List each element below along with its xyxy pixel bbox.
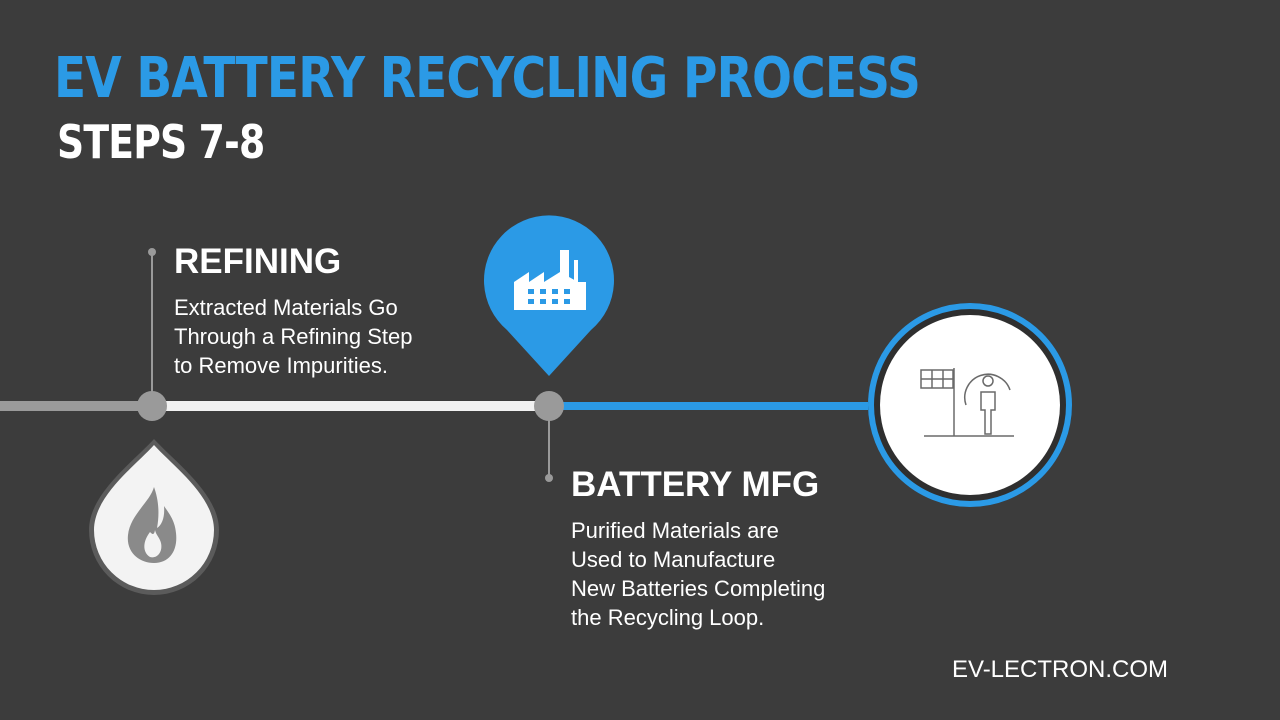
flame-icon — [127, 487, 177, 563]
page-title: EV BATTERY RECYCLING PROCESS — [54, 46, 921, 111]
step-battery-mfg-heading: BATTERY MFG — [571, 465, 820, 504]
step-refining-heading: REFINING — [174, 242, 342, 281]
step-refining-line: Through a Refining Step — [174, 324, 413, 349]
step-battery-mfg-line: Used to Manufacture — [571, 547, 776, 572]
step-refining-line: to Remove Impurities. — [174, 353, 388, 378]
step-battery-mfg-line: New Batteries Completing — [571, 576, 826, 601]
step-battery-mfg-line: Purified Materials are — [571, 518, 779, 543]
refining-connector-dot — [148, 248, 156, 256]
finish-flag-person-icon — [920, 368, 1014, 437]
battery-node — [534, 391, 564, 421]
flame-drop-marker — [89, 439, 219, 595]
factory-pin-marker — [483, 215, 614, 376]
step-refining-description: Extracted Materials Go Through a Refinin… — [174, 293, 413, 380]
website-footer: EV-LECTRON.COM — [952, 656, 1169, 683]
step-battery-mfg-description: Purified Materials are Used to Manufactu… — [571, 516, 825, 632]
step-refining-line: Extracted Materials Go — [174, 295, 398, 320]
factory-icon — [514, 250, 586, 310]
refining-node — [137, 391, 167, 421]
end-circle — [868, 303, 1072, 507]
page-subtitle: STEPS 7-8 — [57, 115, 265, 169]
battery-connector-dot — [545, 474, 553, 482]
step-battery-mfg-line: the Recycling Loop. — [571, 605, 765, 630]
